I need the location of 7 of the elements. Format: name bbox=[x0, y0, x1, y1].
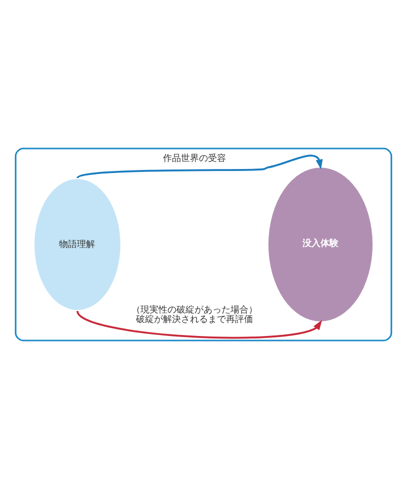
arrow bbox=[76, 154, 323, 178]
edge-label: 作品世界の受容 bbox=[163, 153, 226, 164]
cluster bbox=[14, 147, 392, 341]
node-ellipse: 没入体験 bbox=[268, 167, 373, 321]
edge-label: （現実性の破綻があった場合）破綻が解決されるまで再評価 bbox=[132, 304, 258, 324]
arrow bbox=[76, 310, 322, 338]
node-ellipse: 物語理解 bbox=[34, 178, 120, 310]
